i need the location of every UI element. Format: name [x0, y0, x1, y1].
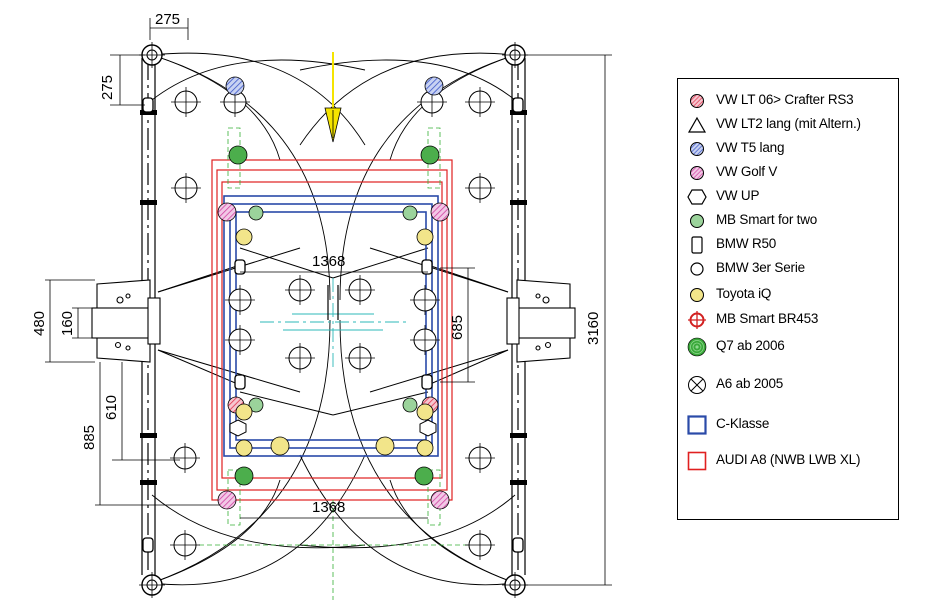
legend-label: VW T5 lang: [716, 140, 785, 155]
legend-item-bmw-r50: BMW R50: [678, 233, 898, 257]
lift-arms: [157, 247, 509, 416]
dim-total-length: 3160: [585, 312, 602, 345]
legend-label: A6 ab 2005: [716, 376, 784, 391]
legend-label: VW LT2 lang (mit Altern.): [716, 116, 861, 131]
legend-label: MB Smart for two: [716, 212, 818, 227]
crosshair-pads: [169, 86, 496, 561]
legend-item-bmw-3er: BMW 3er Serie: [678, 257, 898, 281]
green-circle-icon: [690, 214, 704, 228]
dim-lower-610: 610: [103, 395, 120, 420]
dim-arm-width-outer: 480: [31, 311, 48, 336]
hatched-blue-circle-icon: [690, 142, 704, 156]
legend-label: Q7 ab 2006: [716, 338, 785, 353]
legend-label: Toyota iQ: [716, 286, 772, 301]
triangle-icon: [687, 116, 707, 133]
legend-label: BMW 3er Serie: [716, 260, 805, 275]
red-crosshair-circle-icon: [688, 311, 706, 329]
red-square-icon: [687, 451, 707, 471]
center-lines: [260, 278, 410, 368]
yellow-circle-icon: [690, 288, 704, 302]
legend-item-c-klasse: C-Klasse: [678, 413, 898, 437]
hatched-red-circle-icon: [690, 94, 704, 108]
legend-item-vw-lt2: VW LT2 lang (mit Altern.): [678, 113, 898, 137]
legend-item-vw-up: VW UP: [678, 185, 898, 209]
legend-item-q7: Q7 ab 2006: [678, 335, 898, 359]
hatched-pads: [217, 76, 450, 510]
legend-label: VW Golf V: [716, 164, 778, 179]
legend-item-mb-smart-fortwo: MB Smart for two: [678, 209, 898, 233]
c-klasse-frame: [223, 195, 439, 457]
legend-item-vw-t5: VW T5 lang: [678, 137, 898, 161]
audi-a8-frame: [211, 159, 453, 501]
concentric-green-circle-icon: [687, 337, 707, 357]
hexagon-pads: [229, 419, 437, 437]
legend-label: AUDI A8 (NWB LWB XL): [716, 452, 861, 467]
legend-label: C-Klasse: [716, 416, 770, 431]
legend-item-vw-golf: VW Golf V: [678, 161, 898, 185]
hexagon-icon: [687, 189, 707, 205]
legend-label: MB Smart BR453: [716, 311, 819, 326]
legend: VW LT 06> Crafter RS3 VW LT2 lang (mit A…: [677, 78, 899, 520]
yellow-pads: [235, 228, 434, 457]
rectangle-icon: [691, 236, 703, 254]
legend-item-vw-lt06: VW LT 06> Crafter RS3: [678, 89, 898, 113]
right-carriage: [506, 279, 576, 363]
legend-item-mb-smart-br453: MB Smart BR453: [678, 308, 898, 332]
legend-label: VW UP: [716, 188, 760, 203]
crossed-circle-icon: [688, 376, 706, 394]
legend-label: VW LT 06> Crafter RS3: [716, 92, 854, 107]
blue-square-icon: [687, 415, 707, 435]
green-pads: [228, 145, 440, 486]
legend-label: BMW R50: [716, 236, 777, 251]
legend-item-audi-a8: AUDI A8 (NWB LWB XL): [678, 449, 898, 473]
dim-inner-width-bottom: 1368: [312, 499, 345, 516]
dim-inner-height: 685: [449, 315, 466, 340]
dimension-lines: [45, 18, 612, 586]
direction-arrow: [324, 52, 342, 143]
dim-top-spacing: 275: [155, 11, 180, 28]
open-circle-icon: [690, 262, 704, 276]
hatched-magenta-circle-icon: [690, 166, 704, 180]
legend-item-toyota-iq: Toyota iQ: [678, 283, 898, 307]
legend-item-a6: A6 ab 2005: [678, 373, 898, 397]
dim-lower-885: 885: [81, 425, 98, 450]
dim-top-left-vertical: 275: [99, 75, 116, 100]
dim-arm-width-inner: 160: [59, 311, 76, 336]
left-carriage: [91, 279, 161, 363]
dim-inner-width-top: 1368: [312, 253, 345, 270]
